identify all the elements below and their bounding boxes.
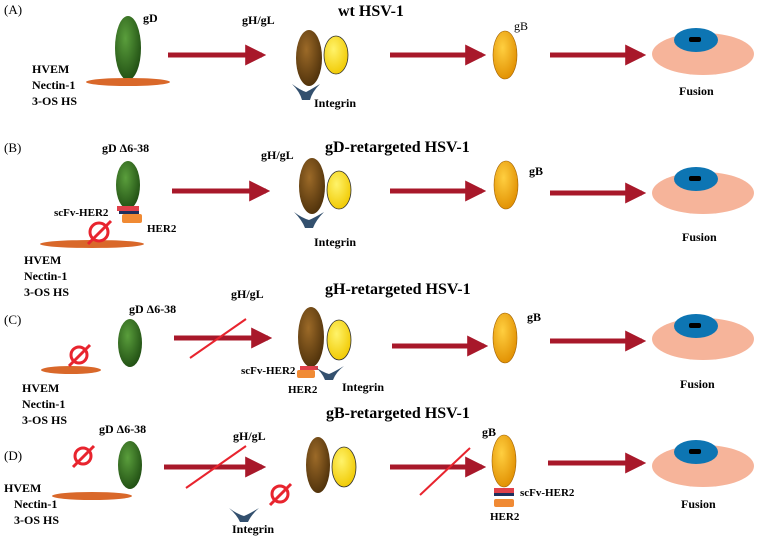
gd-glycoprotein — [116, 161, 140, 209]
ghgl-label: gH/gL — [231, 287, 264, 301]
fusion-label: Fusion — [679, 84, 714, 98]
panel-title: gB-retargeted HSV-1 — [326, 405, 470, 422]
integrin-label: Integrin — [314, 235, 356, 249]
gh-glycoprotein — [306, 437, 330, 493]
blocked-icon — [268, 482, 293, 507]
panel-title: gH-retargeted HSV-1 — [325, 281, 471, 298]
receptor-hvem-label: HVEM — [4, 481, 41, 495]
receptor-hvem-label: HVEM — [22, 381, 59, 395]
integrin-label: Integrin — [314, 96, 356, 110]
gl-glycoprotein — [331, 446, 357, 488]
integrin-icon — [294, 212, 324, 228]
receptor-hs-label: 3-OS HS — [24, 285, 69, 299]
receptor-nectin-label: Nectin-1 — [22, 397, 65, 411]
ghgl-label: gH/gL — [242, 13, 275, 27]
blocked-step-slash — [189, 318, 247, 359]
blocked-icon — [86, 219, 113, 246]
ghgl-label: gH/gL — [233, 429, 266, 443]
her2-receptor — [297, 370, 315, 378]
panel-label: (A) — [4, 2, 22, 17]
her2-receptor — [494, 499, 514, 507]
scfv-label: scFv-HER2 — [241, 365, 296, 377]
gh-glycoprotein — [298, 307, 324, 367]
receptor-bar — [41, 366, 101, 374]
nucleus-core — [689, 449, 701, 454]
panel-d: (D) gB-retargeted HSV-1 gD Δ6-38 HVEM Ne… — [4, 405, 754, 536]
panel-title: gD-retargeted HSV-1 — [325, 139, 470, 156]
panel-title: wt HSV-1 — [338, 3, 404, 20]
receptor-hvem-label: HVEM — [24, 253, 61, 267]
gh-glycoprotein — [299, 158, 325, 214]
panel-a: (A) wt HSV-1 gD HVEM Nectin-1 3-OS HS gH… — [4, 2, 754, 110]
receptor-hs-label: 3-OS HS — [14, 513, 59, 527]
receptor-bar — [40, 240, 144, 248]
gb-glycoprotein — [492, 30, 518, 80]
nucleus-core — [689, 37, 701, 42]
gb-label: gB — [529, 164, 543, 178]
integrin-icon — [314, 366, 344, 380]
integrin-icon — [229, 508, 259, 522]
her2-label: HER2 — [288, 384, 318, 396]
fusion-label: Fusion — [681, 497, 716, 511]
gd-label: gD — [143, 11, 158, 25]
gd-label: gD Δ6-38 — [102, 141, 149, 155]
nucleus-core — [689, 176, 701, 181]
panel-label: (B) — [4, 140, 21, 155]
gl-glycoprotein — [323, 35, 349, 75]
gb-glycoprotein — [492, 312, 518, 364]
gl-glycoprotein — [326, 319, 352, 361]
gb-label: gB — [482, 425, 496, 439]
gd-glycoprotein — [118, 441, 142, 489]
gd-label: gD Δ6-38 — [129, 302, 176, 316]
gh-glycoprotein — [296, 30, 322, 86]
receptor-hs-label: 3-OS HS — [22, 413, 67, 427]
panel-b: (B) gD-retargeted HSV-1 gD Δ6-38 scFv-HE… — [4, 139, 754, 299]
gb-label: gB — [514, 19, 528, 33]
scfv-linker — [494, 493, 514, 496]
blocked-icon — [71, 444, 96, 469]
receptor-nectin-label: Nectin-1 — [14, 497, 57, 511]
gd-glycoprotein — [115, 16, 141, 80]
her2-label: HER2 — [147, 223, 177, 235]
panel-label: (C) — [4, 312, 21, 327]
gb-glycoprotein — [491, 434, 517, 488]
gd-glycoprotein — [118, 319, 142, 367]
integrin-label: Integrin — [232, 522, 274, 536]
gb-glycoprotein — [493, 160, 519, 210]
receptor-hvem-label: HVEM — [32, 62, 69, 76]
blocked-step-slash — [419, 447, 471, 496]
nucleus-core — [689, 323, 701, 328]
her2-label: HER2 — [490, 511, 520, 523]
gl-glycoprotein — [326, 170, 352, 210]
scfv-label: scFv-HER2 — [520, 487, 575, 499]
receptor-hs-label: 3-OS HS — [32, 94, 77, 108]
receptor-nectin-label: Nectin-1 — [32, 78, 75, 92]
scfv-block — [117, 206, 139, 211]
blocked-step-slash — [185, 445, 247, 489]
fusion-label: Fusion — [680, 377, 715, 391]
blocked-icon — [67, 343, 92, 368]
her2-receptor — [122, 214, 142, 223]
integrin-label: Integrin — [342, 380, 384, 394]
receptor-bar — [86, 78, 170, 86]
ghgl-label: gH/gL — [261, 148, 294, 162]
panel-c: (C) gH-retargeted HSV-1 gD Δ6-38 HVEM Ne… — [4, 281, 754, 427]
receptor-nectin-label: Nectin-1 — [24, 269, 67, 283]
integrin-icon — [292, 84, 320, 100]
fusion-label: Fusion — [682, 230, 717, 244]
scfv-linker — [119, 211, 139, 214]
scfv-block — [300, 366, 318, 370]
panel-label: (D) — [4, 448, 22, 463]
gd-label: gD Δ6-38 — [99, 422, 146, 436]
scfv-block — [494, 488, 514, 493]
scfv-label: scFv-HER2 — [54, 207, 109, 219]
receptor-bar — [52, 492, 132, 500]
gb-label: gB — [527, 310, 541, 324]
